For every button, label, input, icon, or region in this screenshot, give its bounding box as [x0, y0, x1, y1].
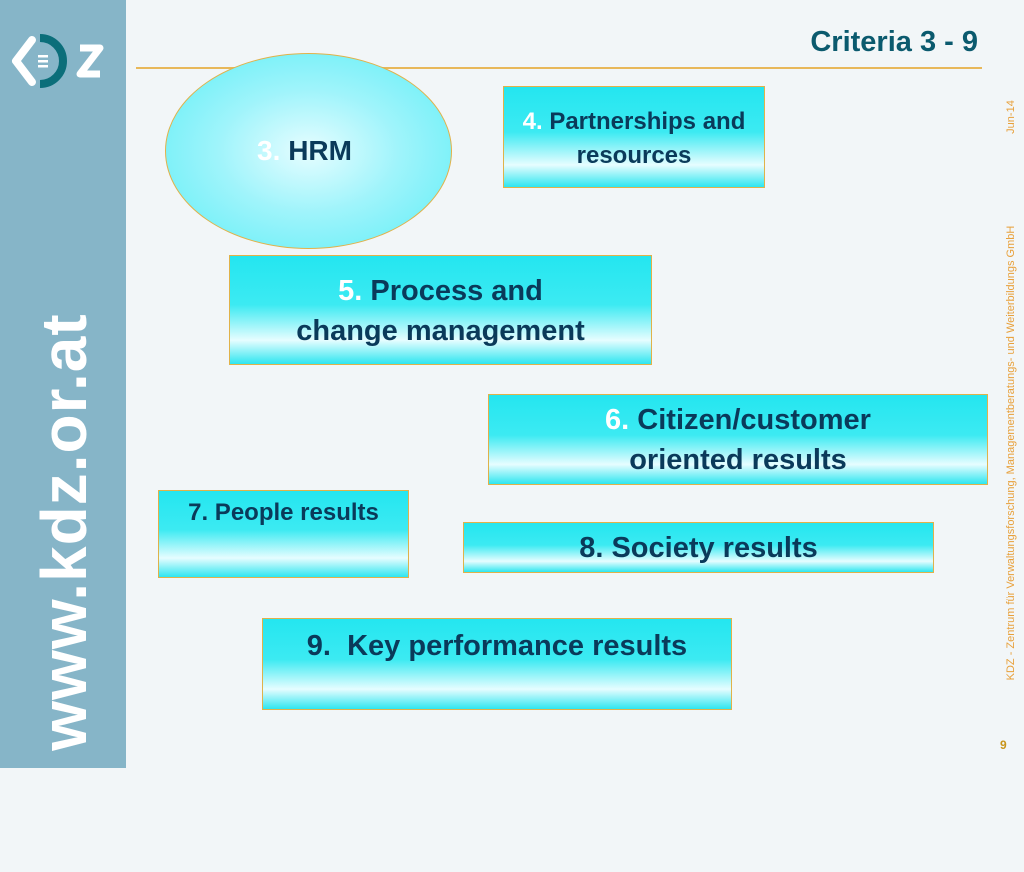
criterion-label-line2: oriented results	[629, 444, 847, 476]
criterion-label: 9. Key performance results	[306, 630, 688, 662]
criterion-label-line1: Process and	[370, 275, 543, 307]
criterion-society: 8. Society results	[463, 522, 934, 573]
criterion-process: 5. Process and change management	[229, 255, 652, 365]
criterion-label: HRM	[288, 135, 352, 166]
criterion-number: 4.	[522, 108, 543, 135]
sidebar: www.kdz.or.at	[0, 0, 126, 768]
kdz-logo-icon	[12, 34, 104, 88]
criterion-label-line1: Partnerships and	[549, 108, 746, 135]
criterion-citizen: 6. Citizen/customer oriented results	[488, 394, 988, 485]
criterion-label: 7. People results	[188, 499, 379, 526]
criterion-label-line1: Citizen/customer	[637, 404, 871, 436]
criterion-people: 7. People results	[158, 490, 409, 578]
page-number: 9	[1000, 738, 1007, 752]
criterion-number: 3.	[257, 135, 281, 166]
page-title: Criteria 3 - 9	[810, 26, 978, 58]
criterion-partnerships: 4. Partnerships and resources	[503, 86, 765, 188]
website-url: www.kdz.or.at	[28, 313, 100, 751]
criterion-number: 6.	[605, 404, 630, 436]
criterion-hrm: 3. HRM	[165, 53, 452, 249]
criterion-label: 8. Society results	[579, 532, 818, 564]
criterion-label-line2: resources	[576, 142, 692, 169]
criterion-label-line2: change management	[296, 315, 585, 347]
title-divider	[136, 67, 982, 69]
company-footer: KDZ - Zentrum für Verwaltungsforschung, …	[1005, 225, 1017, 681]
criterion-number: 5.	[338, 275, 363, 307]
criterion-key-performance: 9. Key performance results	[262, 618, 732, 710]
